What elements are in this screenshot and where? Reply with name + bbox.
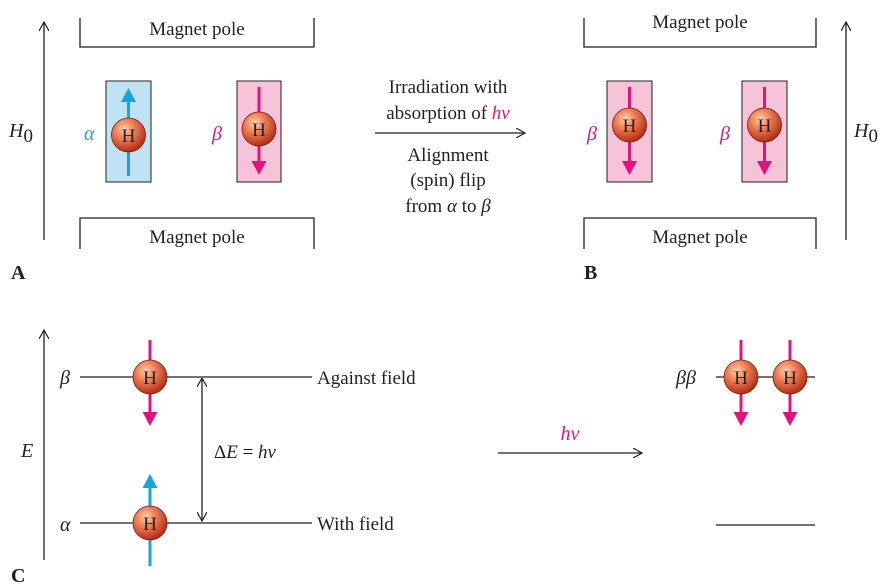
svg-text:H: H <box>734 368 748 389</box>
magnet-pole-bottom-b-label: Magnet pole <box>652 227 748 248</box>
svg-text:H: H <box>758 116 772 137</box>
hydrogen-nucleus-beta-c: H <box>132 359 168 395</box>
magnet-pole-bottom-a-label: Magnet pole <box>149 227 245 248</box>
svg-text:H: H <box>122 126 136 147</box>
magnet-pole-top-b <box>583 18 817 48</box>
delta-e-label: ΔE = hv <box>214 442 277 463</box>
beta-beta-label: ββ <box>675 367 696 389</box>
svg-text:absorption of hv: absorption of hv <box>386 103 510 124</box>
svg-text:Alignment: Alignment <box>407 145 489 166</box>
panel-b: Magnet pole Magnet pole β H β H H0 B <box>583 12 878 284</box>
panel-label-c: C <box>11 565 25 585</box>
hydrogen-nucleus-beta-b1: H <box>612 107 647 143</box>
with-field-label: With field <box>317 514 394 535</box>
magnet-pole-top-a-label: Magnet pole <box>149 19 245 40</box>
svg-text:H: H <box>252 120 266 141</box>
field-label-right: H0 <box>853 120 878 147</box>
beta-label-b1: β <box>586 123 597 145</box>
hydrogen-nucleus-beta-c2: H <box>723 359 759 395</box>
beta-label-b2: β <box>719 123 730 145</box>
hydrogen-nucleus-beta-a: H <box>241 111 277 147</box>
svg-text:H: H <box>783 368 797 389</box>
hv-label: hv <box>561 423 580 445</box>
svg-text:H: H <box>143 368 157 389</box>
magnet-pole-bottom-b <box>583 217 817 249</box>
svg-text:(spin) flip: (spin) flip <box>410 170 485 191</box>
beta-level-label: β <box>59 367 70 389</box>
panel-a: H0 Magnet pole Magnet pole α H β H A <box>8 18 315 284</box>
panel-c: E β Against field H α With field H ΔE = … <box>11 330 815 585</box>
transition-annotation: Irradiation with absorption of hv Alignm… <box>375 77 525 217</box>
magnet-pole-bottom-a <box>79 217 315 249</box>
svg-text:H: H <box>623 116 637 137</box>
hydrogen-nucleus-beta-c3: H <box>772 359 808 395</box>
hydrogen-nucleus-beta-b2: H <box>747 107 782 143</box>
magnet-pole-top-b-label: Magnet pole <box>652 12 748 33</box>
magnet-pole-top-a <box>79 18 315 48</box>
hydrogen-nucleus-alpha-a: H <box>111 117 146 153</box>
field-label-left: H0 <box>8 120 33 147</box>
alpha-level-label: α <box>60 514 71 536</box>
energy-axis-label: E <box>20 440 33 462</box>
svg-text:from α to β: from α to β <box>405 196 491 217</box>
beta-label-a: β <box>211 123 222 145</box>
svg-text:Irradiation with: Irradiation with <box>389 77 508 98</box>
alpha-label-a: α <box>84 123 95 145</box>
svg-text:H: H <box>143 514 157 535</box>
hydrogen-nucleus-alpha-c: H <box>132 505 168 541</box>
panel-label-b: B <box>584 262 597 284</box>
against-field-label: Against field <box>317 368 416 389</box>
panel-label-a: A <box>11 262 26 284</box>
